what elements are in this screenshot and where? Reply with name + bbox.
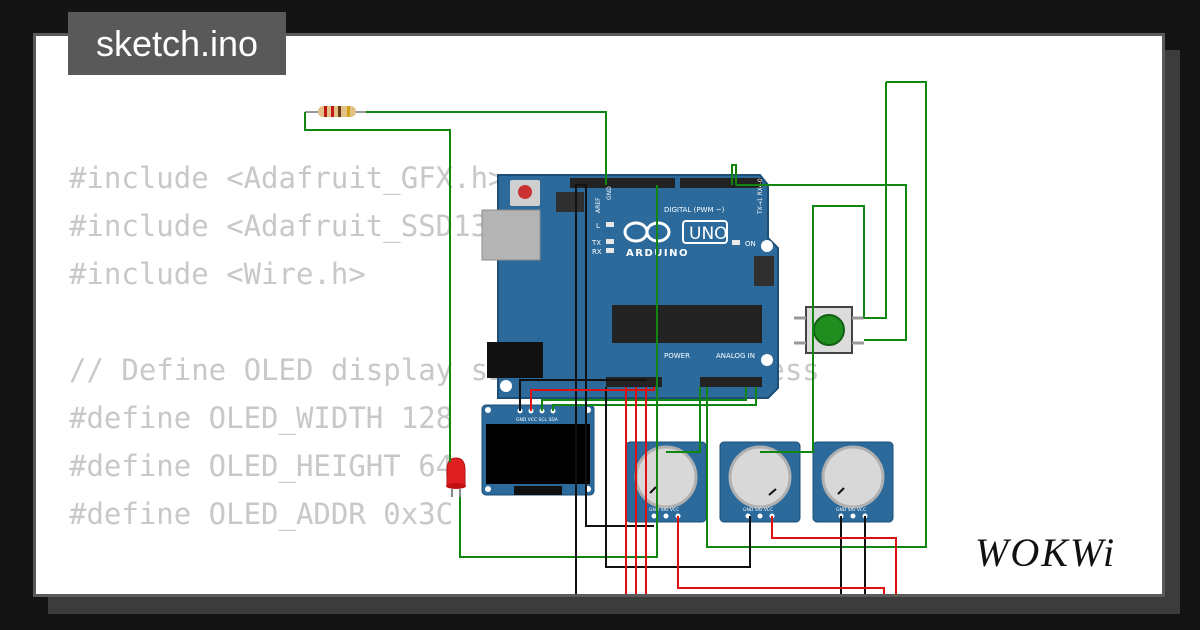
- arduino-uno-board[interactable]: UNO ARDUINO DIGITAL (PWM ~) POWER ANALOG…: [481, 174, 779, 399]
- potentiometer-2[interactable]: GND SIG VCC: [719, 441, 801, 523]
- rx-label: RX: [592, 248, 602, 256]
- l-label: L: [596, 222, 600, 230]
- digital-header-left: [570, 178, 675, 188]
- wire-green[interactable]: [864, 82, 887, 319]
- code-line: #include <Wire.h>: [69, 257, 366, 291]
- sketch-filename: sketch.ino: [68, 12, 286, 75]
- icsp-header-1: [556, 192, 584, 212]
- power-header: [606, 377, 662, 387]
- analog-header: [700, 377, 762, 387]
- wire-green[interactable]: [731, 164, 737, 185]
- on-label: ON: [745, 240, 756, 248]
- wire-green[interactable]: [706, 81, 927, 548]
- wire-red[interactable]: [677, 516, 885, 594]
- wire-green[interactable]: [541, 387, 747, 411]
- tx-label: TX: [591, 239, 601, 247]
- analog-label: ANALOG IN: [716, 352, 755, 360]
- resistor[interactable]: [305, 106, 366, 117]
- gnd-label: GND: [606, 186, 613, 200]
- icsp-header-2: [754, 256, 774, 286]
- digital-header-right: [680, 178, 762, 188]
- mount-hole: [500, 380, 512, 392]
- oled-screen: [486, 424, 590, 484]
- pot-pin-labels: GND SIG VCC: [743, 507, 773, 513]
- wire-red[interactable]: [530, 387, 655, 411]
- mount-hole: [761, 240, 773, 252]
- txrx-label: TX→1 RX←0: [757, 178, 764, 215]
- board-model: UNO: [689, 224, 728, 244]
- wokwi-logo-text: WOKWi: [975, 530, 1117, 575]
- aref-label: AREF: [595, 197, 602, 213]
- potentiometer-3[interactable]: GND SIG VCC: [812, 441, 894, 523]
- code-line: // Define ...: [69, 586, 820, 594]
- wire-black[interactable]: [575, 184, 586, 594]
- pot-pin-labels: GND SIG VCC: [649, 507, 679, 513]
- wire-black[interactable]: [519, 379, 647, 411]
- rx-led: [606, 248, 614, 253]
- wire-green[interactable]: [304, 112, 451, 462]
- code-line: #include <Adafruit_GFX.h>: [69, 161, 506, 195]
- wokwi-logo: WOKWi: [975, 525, 1155, 581]
- code-line: #define OLED_WIDTH 128: [69, 401, 454, 435]
- oled-pin-labels: GND VCC SCL SDA: [516, 417, 559, 423]
- mount-hole: [761, 354, 773, 366]
- push-button[interactable]: [794, 306, 864, 354]
- code-line: #define OLED_ADDR 0x3C: [69, 497, 454, 531]
- wire-black[interactable]: [585, 185, 654, 527]
- oled-display[interactable]: GND VCC SCL SDA: [481, 404, 595, 496]
- potentiometer-1[interactable]: GND SIG VCC: [625, 441, 707, 523]
- wire-green[interactable]: [666, 387, 701, 453]
- wire-green[interactable]: [459, 185, 658, 558]
- reset-button[interactable]: [518, 185, 532, 199]
- atmega-chip: [612, 305, 762, 343]
- tx-led: [606, 239, 614, 244]
- on-led: [732, 240, 740, 245]
- digital-label: DIGITAL (PWM ~): [664, 206, 725, 214]
- wire-green[interactable]: [736, 184, 907, 341]
- usb-port: [481, 209, 541, 261]
- power-label: POWER: [664, 352, 690, 360]
- wire-green[interactable]: [552, 387, 757, 411]
- wire-green[interactable]: [760, 205, 865, 453]
- wire-green[interactable]: [366, 111, 607, 185]
- l-led: [606, 222, 614, 227]
- pot-pin-labels: GND SIG VCC: [836, 507, 866, 513]
- red-led[interactable]: [446, 457, 466, 497]
- power-jack: [487, 342, 543, 378]
- code-line: #define OLED_HEIGHT 64: [69, 449, 454, 483]
- wire-red[interactable]: [771, 516, 897, 594]
- wires: [304, 81, 927, 594]
